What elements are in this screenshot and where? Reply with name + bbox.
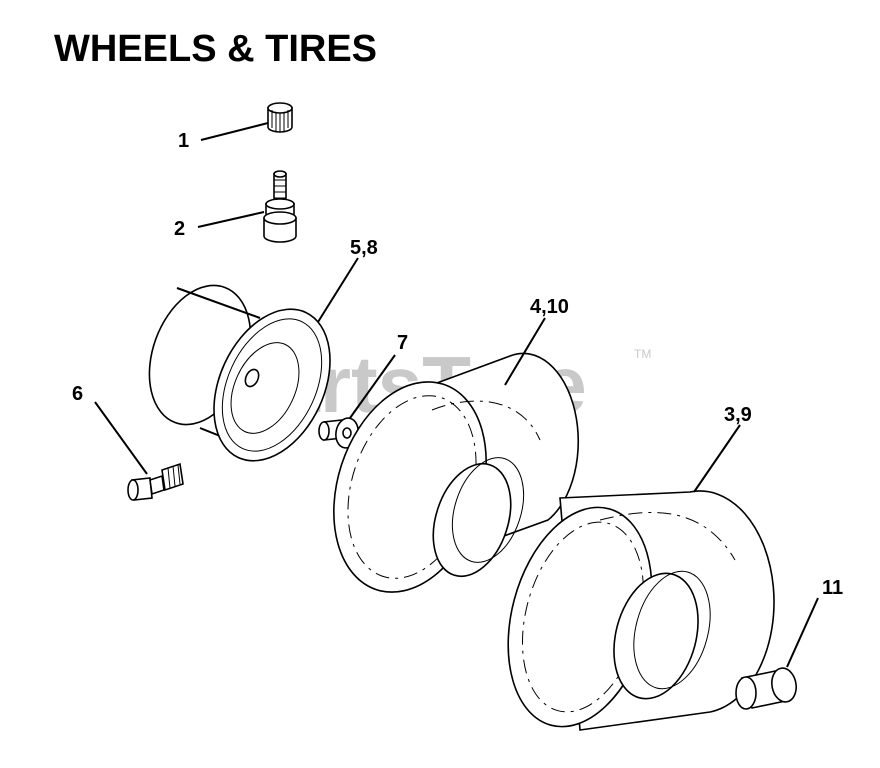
leader-line-1: [200, 122, 269, 141]
callout-5-8: 5,8: [350, 237, 378, 259]
page-title: WHEELS & TIRES: [54, 28, 378, 70]
leader-line-7: [349, 354, 396, 419]
watermark-tm: TM: [634, 347, 651, 361]
leader-line-410: [504, 317, 546, 386]
callout-4-10: 4,10: [530, 296, 569, 318]
callout-6: 6: [72, 383, 83, 405]
callout-11: 11: [822, 577, 843, 599]
callout-2: 2: [174, 218, 185, 240]
leader-line-58: [317, 257, 359, 323]
rear-tire-part[interactable]: [485, 490, 775, 743]
grease-fitting-part[interactable]: [127, 462, 184, 501]
callout-7: 7: [397, 332, 408, 354]
spacer-washer-part[interactable]: [318, 416, 360, 449]
wheel-rim-part[interactable]: [131, 271, 353, 479]
bearing-part[interactable]: [735, 666, 799, 710]
callout-3-9: 3,9: [724, 404, 752, 426]
valve-stem-part[interactable]: [263, 170, 297, 243]
leader-line-2: [197, 211, 265, 228]
leader-line-39: [693, 424, 741, 493]
leader-line-11: [786, 597, 819, 668]
valve-cap-part[interactable]: [267, 102, 293, 133]
callout-1: 1: [178, 130, 189, 152]
leader-line-6: [94, 401, 148, 475]
